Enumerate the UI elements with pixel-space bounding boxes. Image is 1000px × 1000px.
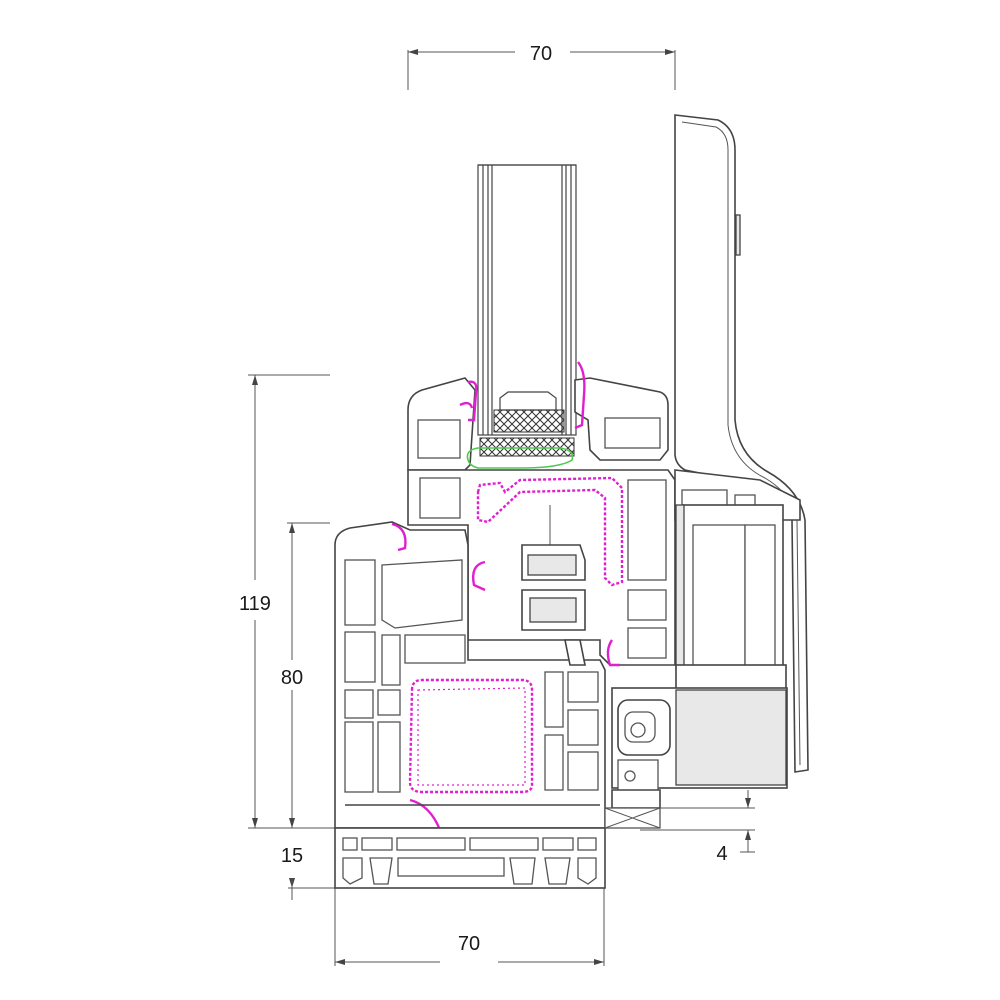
frame-height-label: 80 bbox=[281, 667, 303, 689]
dimension-base-height: 15 bbox=[281, 845, 345, 900]
dimension-top-width: 70 bbox=[407, 43, 676, 90]
dimension-frame-height: 80 bbox=[281, 522, 330, 828]
base-height-label: 15 bbox=[281, 845, 303, 867]
bottom-width-label: 70 bbox=[458, 933, 480, 955]
shutter-housing bbox=[604, 114, 809, 829]
frame-profile bbox=[334, 521, 620, 831]
glazing-unit bbox=[477, 164, 577, 457]
right-gap-label: 4 bbox=[716, 843, 727, 865]
dimension-total-height: 119 bbox=[239, 374, 330, 828]
dimension-bottom-width: 70 bbox=[334, 830, 605, 966]
top-width-label: 70 bbox=[530, 43, 552, 65]
total-height-label: 119 bbox=[239, 593, 271, 615]
hardware-channel bbox=[521, 505, 586, 666]
base-profile bbox=[334, 827, 606, 889]
